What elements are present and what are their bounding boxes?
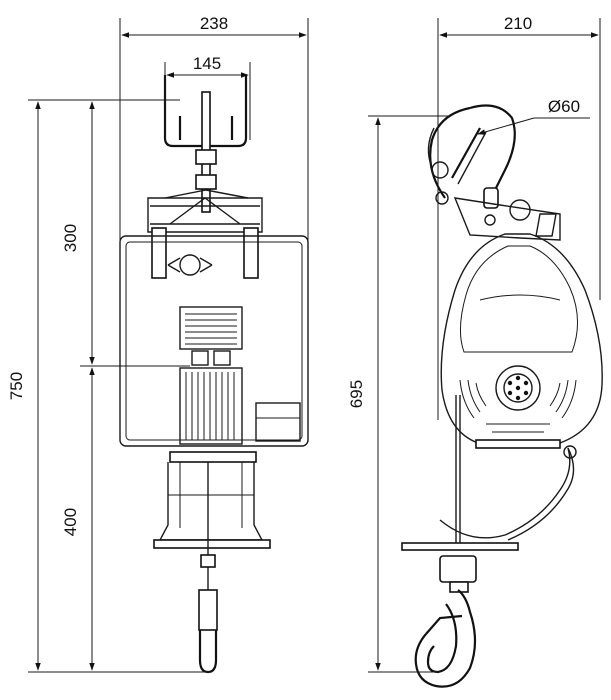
side-view — [401, 104, 603, 688]
dim-hook-width: 145 — [193, 54, 221, 73]
dim-lower-section: 400 — [61, 508, 80, 536]
dim-front-width: 238 — [200, 14, 228, 33]
front-view — [119, 75, 309, 674]
dim-upper-section: 300 — [61, 224, 80, 252]
dim-hook-diameter: Ø60 — [548, 97, 580, 116]
dim-side-width: 210 — [504, 14, 532, 33]
dim-total-height: 750 — [7, 372, 26, 400]
dimension-lines — [28, 18, 601, 673]
dim-side-height: 695 — [347, 380, 366, 408]
